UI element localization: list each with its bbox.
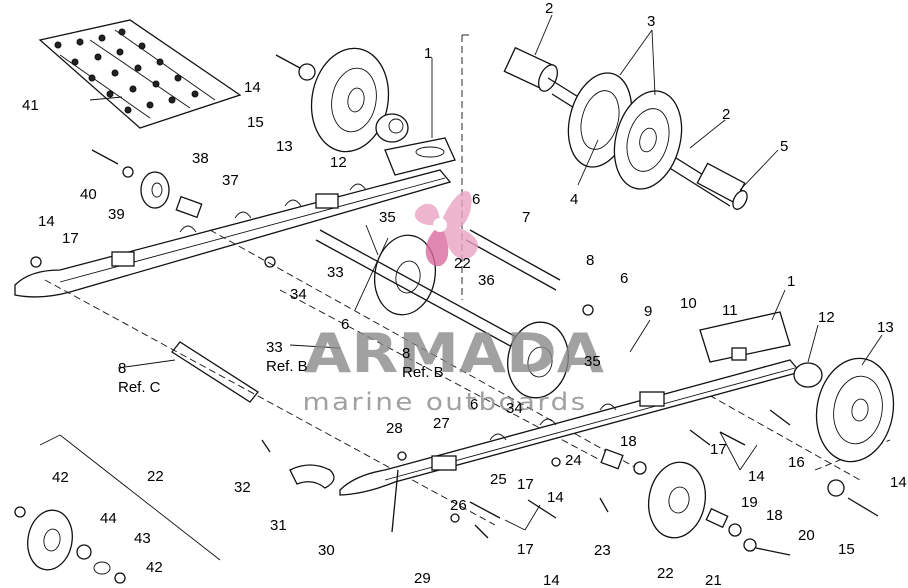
callout-11: 11 — [722, 302, 738, 319]
callout-13: 13 — [276, 138, 293, 155]
callout-21: 21 — [705, 572, 722, 588]
callout-40: 40 — [80, 186, 97, 203]
callout-39: 39 — [108, 206, 125, 223]
rail-bracket-left — [384, 137, 456, 176]
callout-34: 34 — [506, 400, 523, 417]
callout-22: 22 — [454, 255, 471, 272]
callout-29: 29 — [414, 570, 431, 587]
callout-15: 15 — [247, 114, 264, 131]
callout-14: 14 — [244, 79, 261, 96]
callout-14: 14 — [890, 474, 907, 491]
callout-8: 8 — [586, 252, 594, 269]
callout-33: 33 — [266, 339, 283, 356]
leader-lines — [89, 14, 883, 531]
armada-logo-icon — [414, 191, 479, 267]
callout-36: 36 — [478, 272, 495, 289]
callout-24: 24 — [565, 452, 582, 469]
track-clip-plate — [38, 19, 242, 129]
callout-30: 30 — [318, 542, 335, 559]
callout-3: 3 — [647, 13, 655, 30]
callout-32: 32 — [234, 479, 251, 496]
callout-13: 13 — [877, 319, 894, 336]
callout-28: 28 — [386, 420, 403, 437]
callout-17: 17 — [517, 476, 534, 493]
callout-14: 14 — [38, 213, 55, 230]
callout-16: 16 — [788, 454, 805, 471]
ref-b-label: Ref. B — [402, 364, 444, 381]
callout-35: 35 — [584, 353, 601, 370]
callout-2: 2 — [545, 0, 553, 17]
idler-wheel-right — [769, 357, 895, 517]
callout-6: 6 — [620, 270, 628, 287]
callout-14: 14 — [543, 572, 560, 588]
callout-4: 4 — [570, 191, 578, 208]
callout-34: 34 — [290, 286, 307, 303]
callout-44: 44 — [100, 510, 117, 527]
watermark-tagline: marine outboards — [303, 388, 588, 416]
callout-38: 38 — [192, 150, 209, 167]
callout-1: 1 — [787, 273, 795, 290]
callout-27: 27 — [433, 415, 450, 432]
ref-b-label: Ref. B — [266, 358, 308, 375]
callout-8: 8 — [118, 360, 126, 377]
callout-25: 25 — [490, 471, 507, 488]
callout-35: 35 — [379, 209, 396, 226]
callout-6: 6 — [341, 316, 349, 333]
rear-axle-assembly — [503, 46, 748, 210]
ref-c-label: Ref. C — [118, 379, 161, 396]
middle-idler-assembly — [264, 229, 594, 399]
callout-20: 20 — [798, 527, 815, 544]
watermark-brand: ARMADA — [304, 322, 604, 385]
callout-42: 42 — [52, 469, 69, 486]
callout-10: 10 — [680, 295, 697, 312]
callout-15: 15 — [838, 541, 855, 558]
callout-12: 12 — [818, 309, 835, 326]
callout-14: 14 — [748, 468, 765, 485]
callout-22: 22 — [147, 468, 164, 485]
shaft-ref-c — [171, 341, 259, 403]
callout-26: 26 — [450, 497, 467, 514]
callout-43: 43 — [134, 530, 151, 547]
callout-17: 17 — [62, 230, 79, 247]
callout-18: 18 — [620, 433, 637, 450]
callout-33: 33 — [327, 264, 344, 281]
callout-23: 23 — [594, 542, 611, 559]
callout-1: 1 — [424, 45, 432, 62]
callout-17: 17 — [517, 541, 534, 558]
callout-22: 22 — [657, 565, 674, 582]
callout-37: 37 — [222, 172, 239, 189]
slide-rail-right — [339, 311, 802, 496]
inset-wheel-detail — [14, 434, 221, 584]
small-wheel-38 — [91, 149, 203, 219]
callout-6: 6 — [472, 191, 480, 208]
idler-wheel-lower — [599, 429, 791, 556]
callout-18: 18 — [766, 507, 783, 524]
callout-17: 17 — [710, 441, 727, 458]
callout-19: 19 — [741, 494, 758, 511]
callout-7: 7 — [522, 209, 530, 226]
callout-8: 8 — [402, 345, 410, 362]
callout-12: 12 — [330, 154, 347, 171]
callout-2: 2 — [722, 106, 730, 123]
slide-rail-left — [14, 169, 452, 298]
callout-41: 41 — [22, 97, 39, 114]
callout-labels: 41 14 15 13 12 1 2 3 2 5 4 38 37 40 39 1… — [22, 0, 907, 588]
callout-6: 6 — [470, 396, 478, 413]
callout-5: 5 — [780, 138, 788, 155]
armada-watermark: ARMADA marine outboards — [303, 191, 604, 416]
idler-wheel-upper — [275, 47, 409, 153]
callout-42: 42 — [146, 559, 163, 576]
callout-9: 9 — [644, 303, 652, 320]
callout-14: 14 — [547, 489, 564, 506]
callout-31: 31 — [270, 517, 287, 534]
small-hardware-lower — [261, 439, 561, 539]
